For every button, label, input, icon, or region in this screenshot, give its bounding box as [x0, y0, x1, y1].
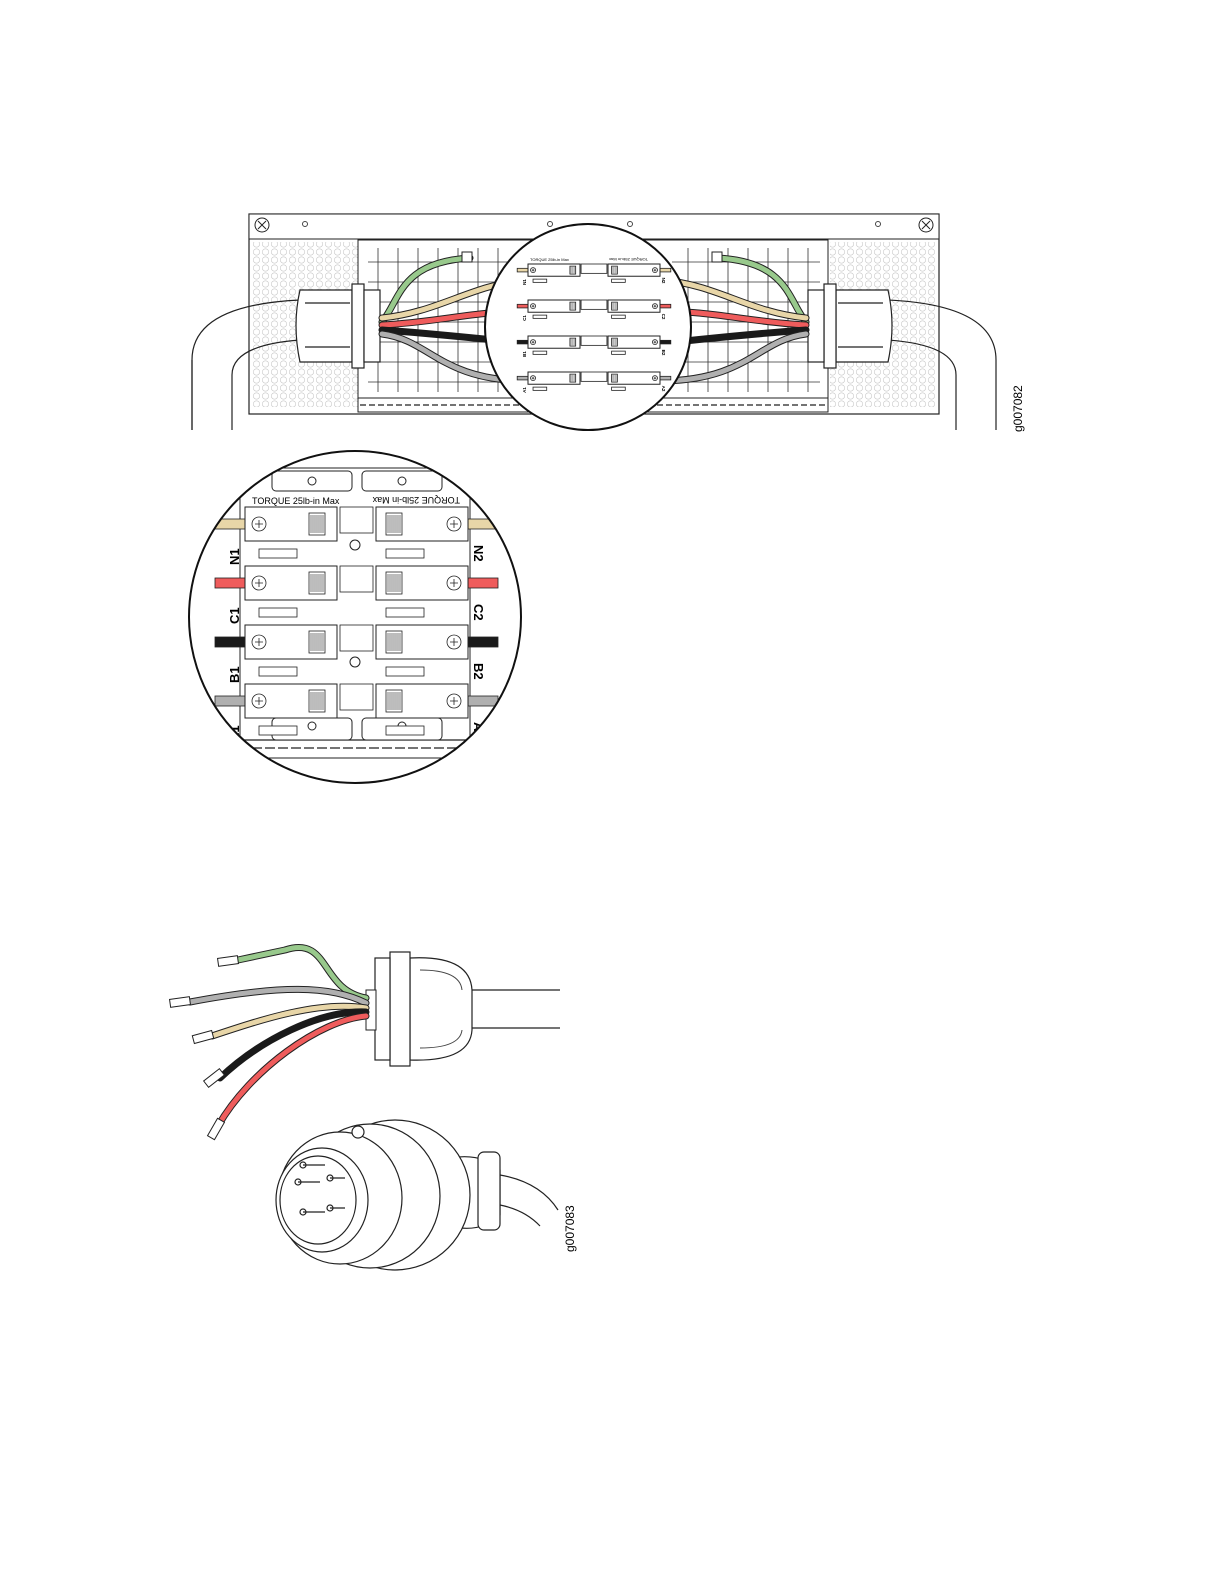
detail-wire-right-b2 [468, 637, 498, 647]
small-label-a2: A2 [661, 386, 666, 392]
detail-label-b2: B2 [471, 663, 486, 680]
small-wire-left-b1 [517, 340, 528, 344]
small-wire-left-c1 [517, 304, 528, 308]
figure-id-1: g007082 [1011, 385, 1025, 432]
detail-label-c2: C2 [471, 604, 486, 621]
detail-label-n1: N1 [227, 548, 242, 565]
small-wire-right-n2 [660, 268, 671, 272]
detail-label-c1: C1 [227, 607, 242, 624]
ground-lug-left [462, 252, 472, 262]
detail-label-a2: A2 [471, 722, 486, 739]
small-label-n1: N1 [522, 279, 527, 285]
small-label-c2: C2 [661, 314, 666, 320]
gland-left [296, 284, 380, 368]
small-wire-right-c2 [660, 304, 671, 308]
gland-right [808, 284, 892, 368]
small-label-a1: A1 [522, 387, 527, 393]
small-wire-right-a2 [660, 376, 671, 380]
power-cable-figure [170, 947, 560, 1270]
small-label-n2: N2 [661, 278, 666, 284]
torque-label-left-small: TORQUE 25lb-in Max [530, 257, 569, 262]
detail-wire-left-a1 [215, 696, 245, 706]
figure-id-2: g007083 [563, 1205, 577, 1252]
detail-label-a1: A1 [227, 725, 242, 742]
detail-wire-left-b1 [215, 637, 245, 647]
small-label-b2: B2 [661, 350, 666, 356]
detail-label-b1: B1 [227, 666, 242, 683]
small-label-c1: C1 [522, 315, 527, 321]
small-label-b1: B1 [522, 351, 527, 357]
detail-wire-left-c1 [215, 578, 245, 588]
detail-wire-right-a2 [468, 696, 498, 706]
small-wire-left-a1 [517, 376, 528, 380]
torque-label-right-small: TORQUE 25lb-in Max [609, 257, 648, 262]
ground-lug-right [712, 252, 722, 262]
detail-label-n2: N2 [471, 545, 486, 562]
detail-wire-right-c2 [468, 578, 498, 588]
torque-label-left: TORQUE 25lb-in Max [252, 496, 340, 506]
torque-label-right: TORQUE 25lb-in Max [372, 495, 460, 505]
small-wire-right-b2 [660, 340, 671, 344]
small-wire-left-n1 [517, 268, 528, 272]
